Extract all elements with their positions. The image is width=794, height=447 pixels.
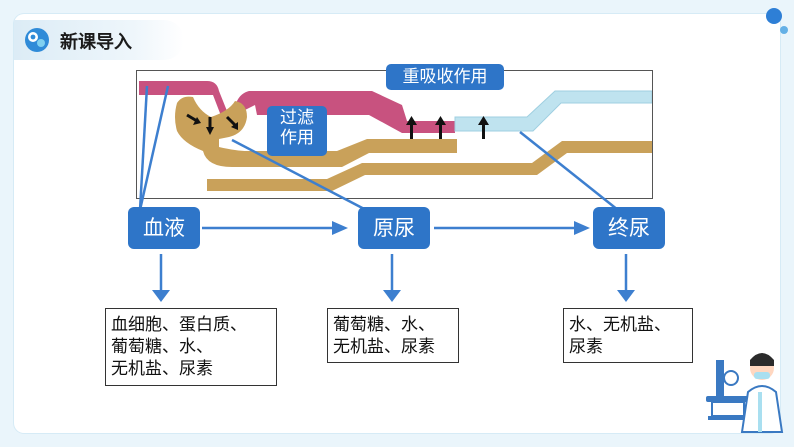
decorative-dot bbox=[780, 26, 788, 34]
page-title: 新课导入 bbox=[60, 32, 132, 53]
arrow-head bbox=[332, 221, 348, 235]
renal-tubule bbox=[207, 141, 652, 191]
node-blood: 血液 bbox=[128, 207, 200, 249]
filtration-label: 过滤 作用 bbox=[267, 106, 327, 156]
final-urine-pointer-line bbox=[519, 131, 619, 211]
primary-urine-pointer-line bbox=[231, 138, 371, 214]
node-final-urine: 终尿 bbox=[593, 207, 665, 249]
blood-pointer-line bbox=[138, 85, 149, 211]
blood-contents: 血细胞、蛋白质、 葡萄糖、水、 无机盐、尿素 bbox=[105, 308, 277, 386]
node-primary-urine: 原尿 bbox=[358, 207, 430, 249]
reabsorption-arrows bbox=[406, 116, 489, 139]
filtration-label-line2: 作用 bbox=[280, 128, 314, 149]
kidney-diagram bbox=[136, 70, 653, 199]
decorative-dot bbox=[766, 8, 782, 24]
reabsorption-label: 重吸收作用 bbox=[386, 64, 504, 90]
filtration-label-line1: 过滤 bbox=[280, 108, 314, 128]
primary-urine-contents: 葡萄糖、水、 无机盐、尿素 bbox=[327, 308, 459, 363]
final-urine-contents: 水、无机盐、 尿素 bbox=[563, 308, 693, 363]
logo-icon bbox=[25, 28, 49, 52]
bowman-capsule bbox=[175, 96, 457, 167]
